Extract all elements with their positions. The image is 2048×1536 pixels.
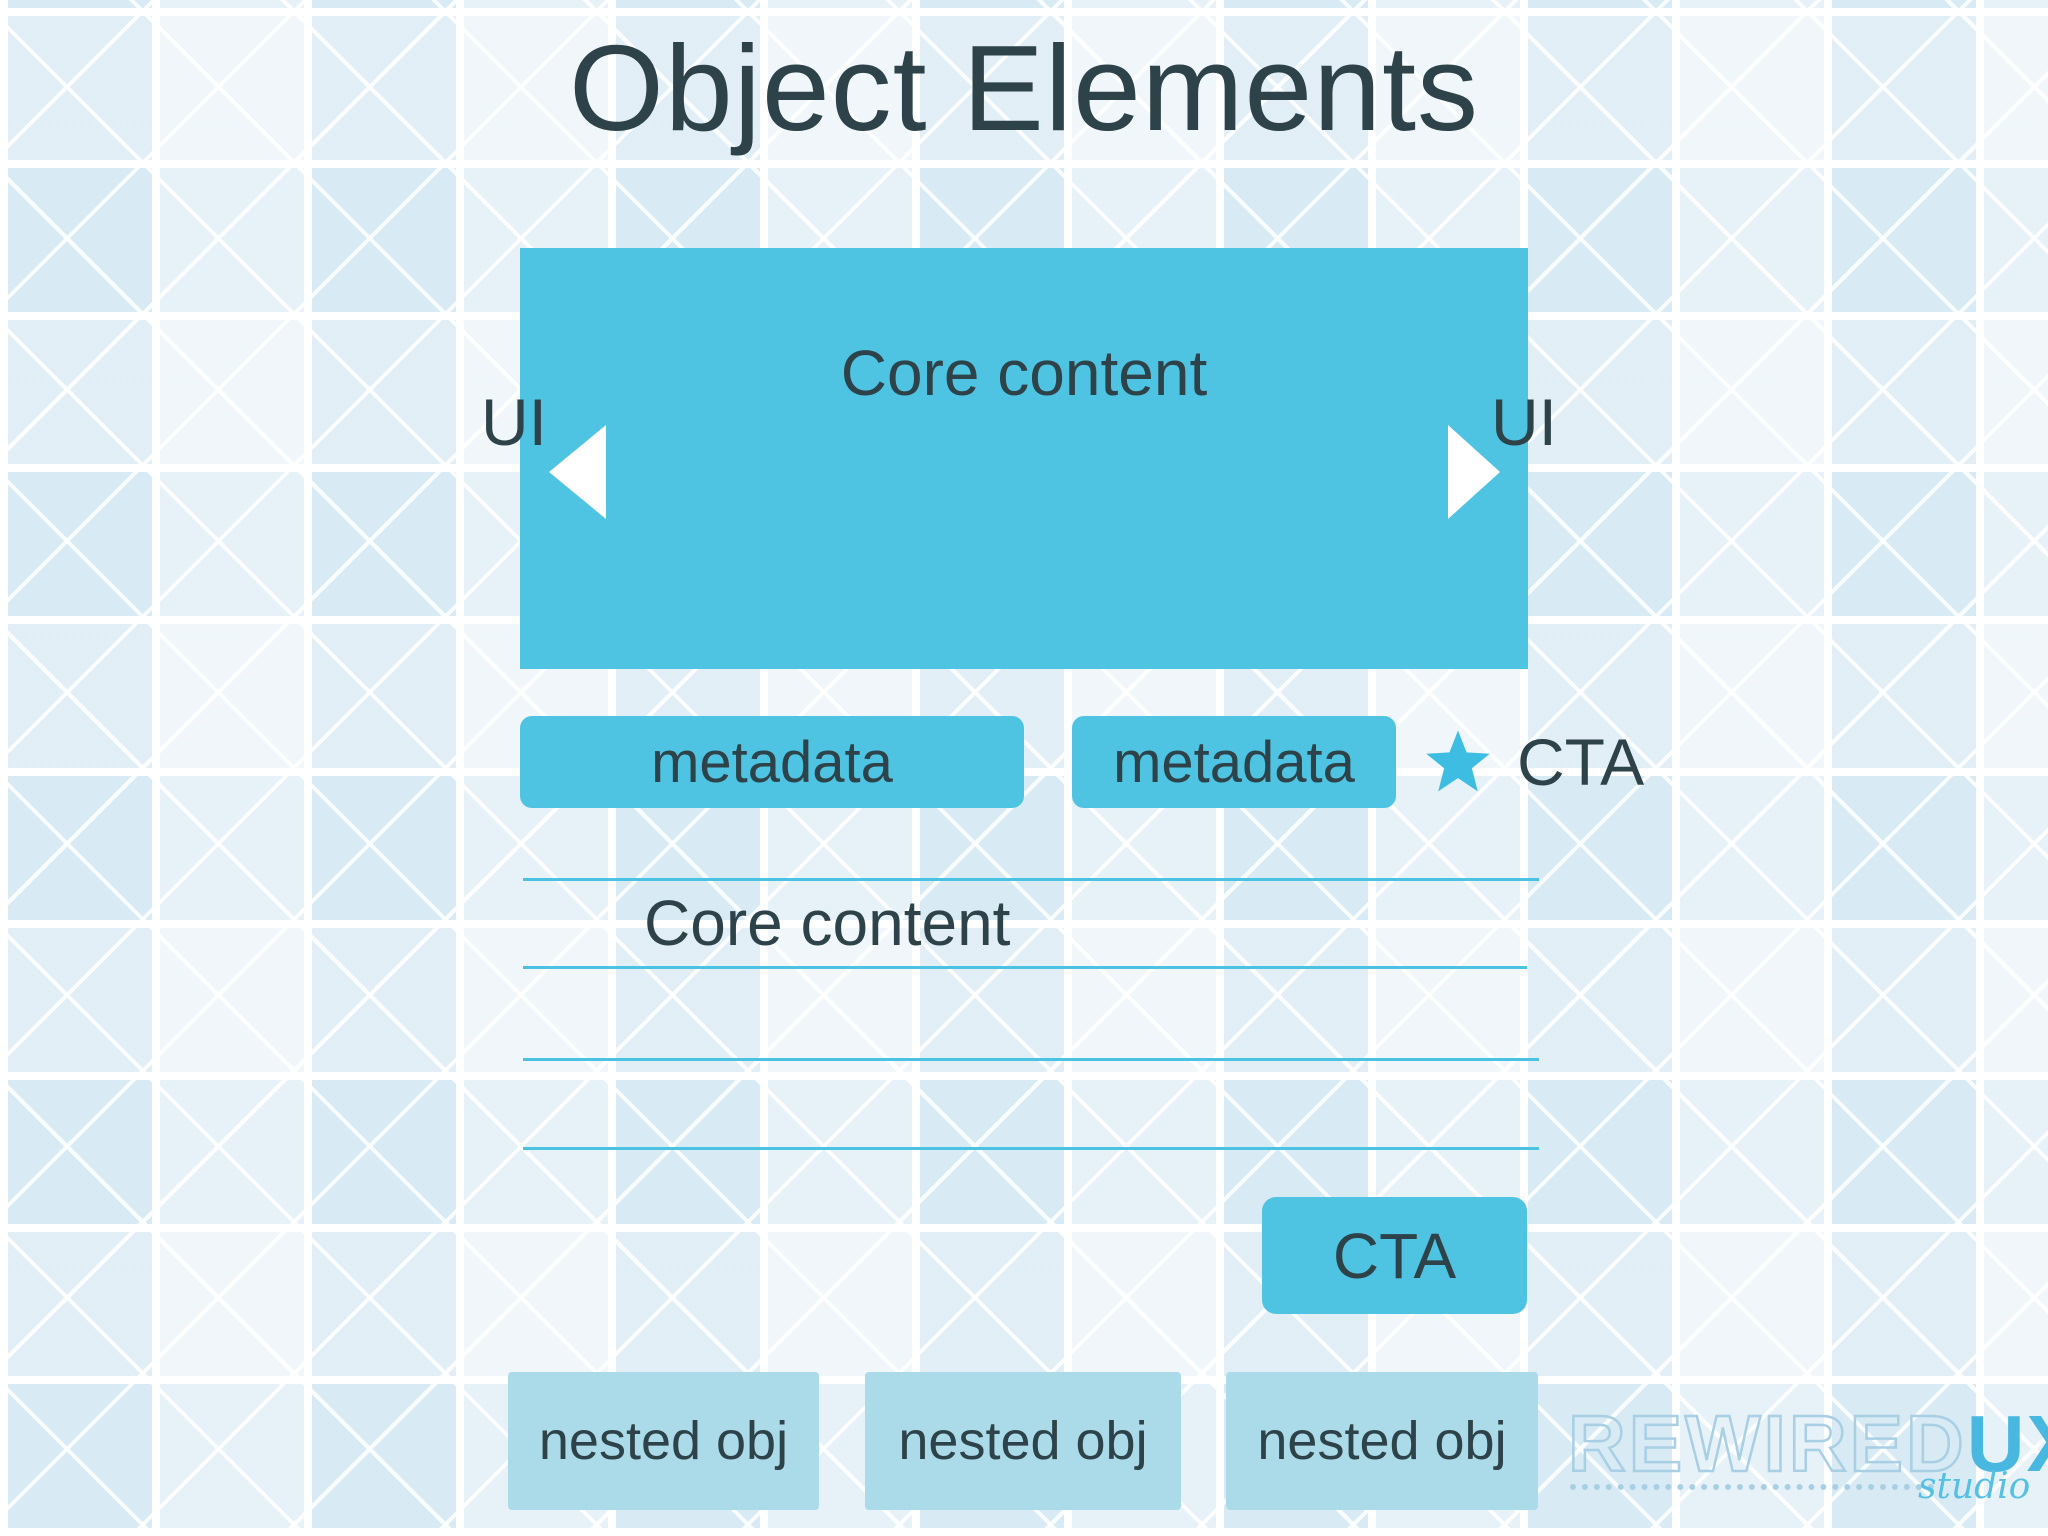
- nested-object-label: nested obj: [1257, 1411, 1507, 1471]
- core-content-label: Core content: [840, 337, 1208, 409]
- core-content-card: Core content: [520, 248, 1528, 669]
- nested-object-card[interactable]: nested obj: [1226, 1372, 1538, 1510]
- cta-button-label: CTA: [1332, 1219, 1457, 1292]
- arrow-right-icon[interactable]: [1448, 425, 1500, 519]
- brand-logo-tagline: studio: [1918, 1466, 2031, 1507]
- content-line: [523, 1147, 1539, 1150]
- content-line: [523, 966, 1527, 969]
- metadata-chip[interactable]: metadata: [520, 716, 1024, 808]
- content-lines-label: Core content: [644, 887, 1011, 959]
- arrow-left-icon[interactable]: [549, 425, 606, 519]
- ui-label-right: UI: [1491, 385, 1557, 459]
- metadata-chip[interactable]: metadata: [1072, 716, 1396, 808]
- star-icon: [1425, 730, 1491, 794]
- page-title: Object Elements: [568, 20, 1480, 156]
- metadata-chip-label: metadata: [1113, 729, 1355, 795]
- nested-object-label: nested obj: [898, 1411, 1148, 1471]
- nested-object-label: nested obj: [538, 1411, 789, 1471]
- brand-logo-solid-text: UX: [1966, 1399, 2048, 1488]
- brand-logo-outline-text: REWIRED: [1567, 1398, 1967, 1490]
- ui-label-left: UI: [481, 385, 547, 459]
- star-cta[interactable]: CTA: [1425, 716, 1644, 808]
- nested-object-card[interactable]: nested obj: [865, 1372, 1181, 1510]
- star-cta-label: CTA: [1517, 725, 1645, 799]
- brand-logo: REWIREDUX: [1567, 1398, 2048, 1490]
- brand-logo-dotted-line: [1570, 1484, 1934, 1490]
- content-line: [523, 878, 1539, 881]
- content-line: [523, 1058, 1539, 1061]
- metadata-chip-label: metadata: [651, 729, 893, 795]
- cta-button[interactable]: CTA: [1262, 1197, 1527, 1314]
- nested-object-card[interactable]: nested obj: [508, 1372, 819, 1510]
